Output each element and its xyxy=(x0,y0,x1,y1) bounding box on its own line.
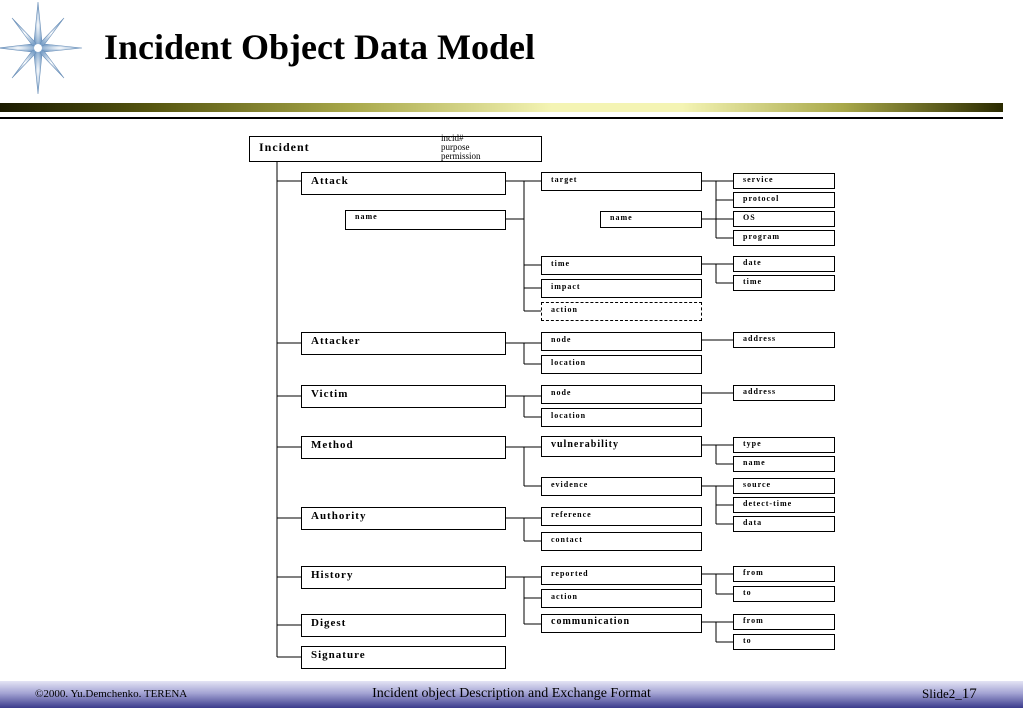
signature-node: Signature xyxy=(301,646,506,669)
footer-slide-number: Slide2_17 xyxy=(922,686,977,703)
target-name-node: name xyxy=(600,211,702,228)
digest-node: Digest xyxy=(301,614,506,637)
attack-name-node: name xyxy=(345,210,506,230)
attacker-node: Attacker xyxy=(301,332,506,355)
page-title: Incident Object Data Model xyxy=(104,27,535,67)
history-communication-node: communication xyxy=(541,614,702,633)
footer-slide-prefix: Slide2_ xyxy=(922,686,962,701)
reported-from-node: from xyxy=(733,566,835,582)
victim-address-node: address xyxy=(733,385,835,401)
history-node: History xyxy=(301,566,506,589)
victim-node: Victim xyxy=(301,385,506,408)
star-logo-icon xyxy=(0,0,90,100)
vulnerability-type-node: type xyxy=(733,437,835,453)
title-divider-line xyxy=(0,117,1003,119)
title-divider-bar xyxy=(0,103,1003,112)
slide-footer: ©2000. Yu.Demchenko. TERENA Incident obj… xyxy=(0,681,1023,708)
victim-location-node: location xyxy=(541,408,702,427)
incident-attribute-purpose: purpose xyxy=(441,142,470,152)
evidence-data-node: data xyxy=(733,516,835,532)
attack-time-node: time xyxy=(541,256,702,275)
footer-slide-page: 17 xyxy=(961,686,977,702)
evidence-source-node: source xyxy=(733,478,835,494)
time-date-node: date xyxy=(733,256,835,272)
communication-to-node: to xyxy=(733,634,835,650)
target-protocol-node: protocol xyxy=(733,192,835,208)
incident-node: Incident xyxy=(249,136,542,162)
vulnerability-name-node: name xyxy=(733,456,835,472)
target-service-node: service xyxy=(733,173,835,189)
communication-from-node: from xyxy=(733,614,835,630)
footer-copyright: ©2000. Yu.Demchenko. TERENA xyxy=(35,688,188,700)
history-reported-node: reported xyxy=(541,566,702,585)
method-node: Method xyxy=(301,436,506,459)
attack-target-node: target xyxy=(541,172,702,191)
target-program-node: program xyxy=(733,230,835,246)
incident-attribute-permission: permission xyxy=(441,151,481,161)
footer-presentation-title: Incident object Description and Exchange… xyxy=(372,686,651,701)
incident-attributes: incid# purpose permission xyxy=(441,134,481,161)
attacker-location-node: location xyxy=(541,355,702,374)
attack-action-node: action xyxy=(541,302,702,321)
history-action-node: action xyxy=(541,589,702,608)
method-vulnerability-node: vulnerability xyxy=(541,436,702,457)
victim-node-node: node xyxy=(541,385,702,404)
incident-attribute-incid: incid# xyxy=(441,133,464,143)
attacker-node-node: node xyxy=(541,332,702,351)
method-evidence-node: evidence xyxy=(541,477,702,496)
attack-node: Attack xyxy=(301,172,506,195)
reported-to-node: to xyxy=(733,586,835,602)
authority-reference-node: reference xyxy=(541,507,702,526)
time-time-node: time xyxy=(733,275,835,291)
authority-contact-node: contact xyxy=(541,532,702,551)
authority-node: Authority xyxy=(301,507,506,530)
evidence-detect-time-node: detect-time xyxy=(733,497,835,513)
target-os-node: OS xyxy=(733,211,835,227)
attack-impact-node: impact xyxy=(541,279,702,298)
attacker-address-node: address xyxy=(733,332,835,348)
